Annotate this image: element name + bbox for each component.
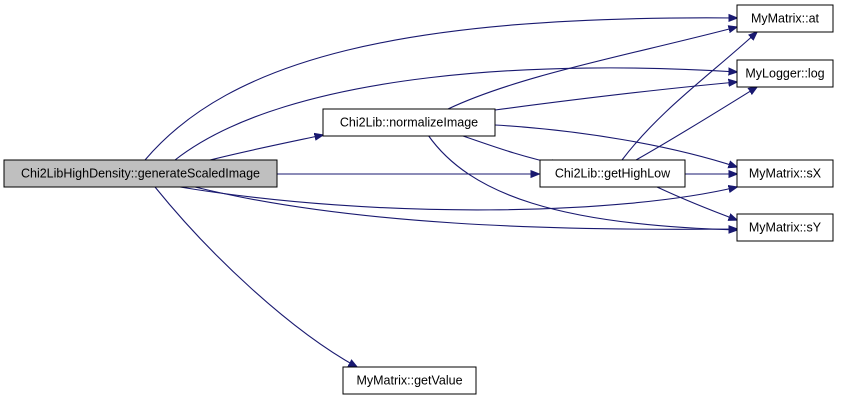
node-matrix-at[interactable]: MyMatrix::at <box>736 4 834 33</box>
node-matrix-sx[interactable]: MyMatrix::sX <box>736 159 834 188</box>
edge-gethighlow-at <box>621 32 757 161</box>
edge-root-log <box>174 68 737 161</box>
edge-normalize-sy <box>427 134 737 230</box>
node-matrix-at-label: MyMatrix::at <box>751 11 820 25</box>
node-normalize-image[interactable]: Chi2Lib::normalizeImage <box>322 108 496 137</box>
edge-normalize-log <box>494 82 737 111</box>
node-get-high-low-label: Chi2Lib::getHighLow <box>555 166 671 180</box>
node-logger-log[interactable]: MyLogger::log <box>736 59 834 88</box>
node-root-label: Chi2LibHighDensity::generateScaledImage <box>21 166 260 180</box>
node-get-value-label: MyMatrix::getValue <box>356 373 462 387</box>
edge-normalize-at <box>447 27 737 110</box>
edge-root-sx <box>179 187 737 211</box>
node-matrix-sx-label: MyMatrix::sX <box>749 166 822 180</box>
node-normalize-image-label: Chi2Lib::normalizeImage <box>340 115 478 129</box>
edges-layer <box>144 18 757 367</box>
node-root[interactable]: Chi2LibHighDensity::generateScaledImage <box>3 159 278 188</box>
node-logger-log-label: MyLogger::log <box>745 66 824 80</box>
node-get-value[interactable]: MyMatrix::getValue <box>342 366 477 395</box>
node-matrix-sy[interactable]: MyMatrix::sY <box>736 213 834 242</box>
nodes-layer: Chi2LibHighDensity::generateScaledImage … <box>3 4 834 395</box>
node-matrix-sy-label: MyMatrix::sY <box>749 220 822 234</box>
node-get-high-low[interactable]: Chi2Lib::getHighLow <box>539 159 686 188</box>
edge-root-at <box>144 18 737 161</box>
edge-root-sy <box>194 186 737 229</box>
edge-gethighlow-sy <box>656 186 737 220</box>
edge-normalize-sx <box>494 124 737 167</box>
edge-gethighlow-log <box>635 87 757 161</box>
edge-root-getvalue <box>154 186 357 367</box>
edge-root-normalize <box>209 135 323 161</box>
